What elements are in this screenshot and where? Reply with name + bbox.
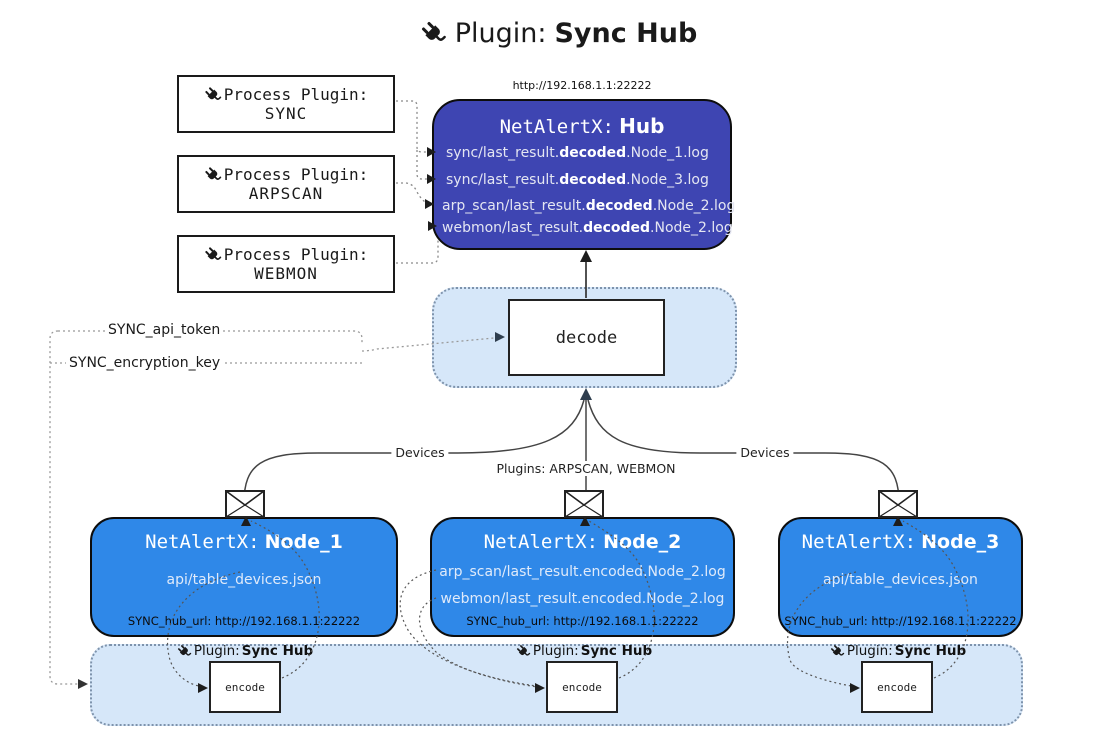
mail-envelope-icon (225, 490, 265, 518)
mail-envelope-icon (564, 490, 604, 518)
node-file: webmon/last_result.encoded.Node_2.log (440, 591, 725, 607)
encode-box: encode (209, 661, 281, 713)
page-title-label: Plugin: (454, 18, 547, 49)
node-hub-url: SYNC_hub_url: http://192.168.1.1:22222 (784, 614, 1017, 628)
plug-icon (204, 86, 222, 104)
edge-label-plugins: Plugins: ARPSCAN, WEBMON (492, 461, 680, 476)
encoder-plugin-label: Plugin:Sync Hub (830, 643, 966, 659)
encoder-plugin-label: Plugin:Sync Hub (516, 643, 652, 659)
edge-label-devices-left: Devices (391, 445, 449, 460)
process-plugin-box-arpscan: Process Plugin: ARPSCAN (177, 155, 395, 213)
plug-icon (516, 644, 531, 659)
node-file: arp_scan/last_result.encoded.Node_2.log (439, 564, 726, 580)
plug-icon (204, 246, 222, 264)
edge-label-devices-right: Devices (736, 445, 794, 460)
process-plugin-label: Process Plugin: (223, 85, 369, 104)
node-title: NetAlertX: Node_1 (145, 531, 343, 553)
plug-icon (204, 166, 222, 184)
node-file: api/table_devices.json (823, 572, 978, 588)
hub-title-name: Hub (619, 114, 665, 138)
process-plugin-name: SYNC (264, 104, 308, 123)
hub-log-line: sync/last_result.decoded.Node_1.log (446, 145, 709, 161)
encoder-plugin-label: Plugin:Sync Hub (177, 643, 313, 659)
hub-log-line: sync/last_result.decoded.Node_3.log (446, 172, 709, 188)
node-title: NetAlertX: Node_2 (483, 531, 682, 553)
hub-url-caption: http://192.168.1.1:22222 (512, 79, 652, 92)
hub-title: NetAlertX: Hub (434, 114, 730, 138)
page-title-name: Sync Hub (554, 18, 698, 49)
node-hub-url: SYNC_hub_url: http://192.168.1.1:22222 (466, 614, 699, 628)
sync-encryption-key-label: SYNC_encryption_key (66, 355, 224, 371)
plug-icon (177, 644, 192, 659)
hub-log-line: arp_scan/last_result.decoded.Node_2.log (442, 198, 736, 214)
node-box-1: NetAlertX: Node_1 api/table_devices.json… (90, 517, 398, 637)
plug-icon (830, 644, 845, 659)
process-plugin-label: Process Plugin: (223, 245, 369, 264)
node-to-decode-edges (243, 398, 900, 504)
mail-envelope-icon (878, 490, 918, 518)
encode-box: encode (861, 661, 933, 713)
process-plugin-box-webmon: Process Plugin: WEBMON (177, 235, 395, 293)
node-box-2: NetAlertX: Node_2 arp_scan/last_result.e… (430, 517, 735, 637)
node-hub-url: SYNC_hub_url: http://192.168.1.1:22222 (127, 614, 361, 628)
encode-box: encode (546, 661, 618, 713)
hub-log-line: webmon/last_result.decoded.Node_2.log (442, 220, 733, 236)
page-title: Plugin: Sync Hub (0, 18, 1117, 49)
node-box-3: NetAlertX: Node_3 api/table_devices.json… (778, 517, 1023, 637)
sync-api-token-label: SYNC_api_token (105, 322, 224, 338)
node-title: NetAlertX: Node_3 (801, 531, 1000, 553)
decode-box: decode (508, 299, 665, 376)
node-file: api/table_devices.json (166, 572, 322, 588)
process-plugin-name: ARPSCAN (248, 184, 324, 203)
process-plugin-name: WEBMON (254, 264, 318, 283)
plug-icon (420, 20, 447, 47)
process-plugin-box-sync: Process Plugin: SYNC (177, 75, 395, 133)
hub-box: NetAlertX: Hub sync/last_result.decoded.… (432, 99, 736, 250)
process-plugin-label: Process Plugin: (223, 165, 369, 184)
hub-title-prefix: NetAlertX: (499, 116, 614, 138)
